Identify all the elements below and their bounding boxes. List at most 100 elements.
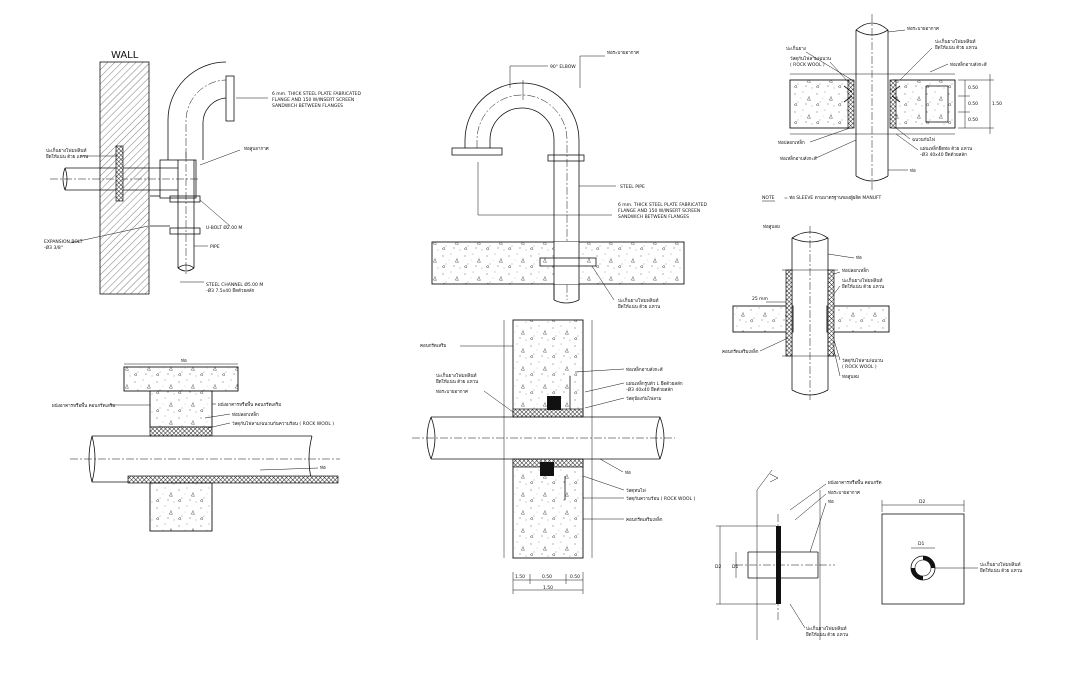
label-6-rockwool: ( ROCK WOOL ) <box>842 364 877 370</box>
label-6-gasket2: ยึดให้แน่น ด้วย แหวน <box>842 284 885 290</box>
label-wall-vent: ท่อระบายอากาศ <box>436 389 468 395</box>
label-7-plan: ปะเก็นยางโฟมฟลินท์ <box>980 560 1021 568</box>
detail-slab-sleeve: ท่อสูบลม ท่อ 25 mm ท่อปลอกเหล็ก ปะเก็นยา… <box>722 224 890 400</box>
label-wall-gasket-2: ยึดให้แน่น ด้วย แหวน <box>436 379 479 385</box>
wall-sleeve <box>115 145 124 202</box>
dim-d1-elev: D1 <box>732 564 738 570</box>
label-wall-conc: คอนกรีตเสริม <box>420 343 447 349</box>
dim-r2: 0.50 <box>968 101 978 107</box>
label-6-rc: คอนกรีตเสริมเหล็ก <box>722 347 759 355</box>
label-channel: STEEL CHANNEL Ø5.00 M <box>206 281 263 288</box>
label-r-gasket2: ปะเก็นยางโฟมฟลินท์ <box>935 37 976 45</box>
label-7-vent: ท่อระบายอากาศ <box>828 490 860 496</box>
beam-lower <box>149 482 213 532</box>
label-7-pipe: ท่อ <box>828 499 834 505</box>
label-insulation: วัสดุกันความร้อน ( ROCK WOOL ) <box>626 496 696 502</box>
note-flange-2: FLANGE AND 150 W/INSERT SCREEN <box>272 97 354 103</box>
label-vent-right: ท่อระบายอากาศ <box>907 26 939 32</box>
dim-d1-plan: D1 <box>918 541 924 547</box>
sleeve-plan <box>881 513 965 605</box>
slab-6-right <box>826 305 890 333</box>
dim-3: 0.50 <box>570 574 580 580</box>
dim-d2-plan: D2 <box>919 499 925 505</box>
detail-sleeve-plan: D2 D1 ผนังอาคารหรือพื้น คอนกรีต ท่อระบาย… <box>715 469 1023 640</box>
label-r-gasket3: ยึดให้แน่น ด้วย แหวน <box>935 45 978 51</box>
wall-title: WALL <box>111 50 139 61</box>
slab-upper <box>123 366 239 392</box>
dim-6: 25 mm <box>752 296 768 302</box>
note-flange-3: SANDWICH BETWEEN FLANGES <box>272 103 343 109</box>
label-7-gasket2: ยึดให้แน่น ด้วย แหวน <box>806 632 849 638</box>
note-key: NOTE <box>762 195 775 201</box>
label-rc: คอนกรีตเสริมเหล็ก <box>626 515 663 523</box>
label-wall-gasket: ปะเก็นยางโฟมฟลินท์ <box>436 371 477 379</box>
label-r-firestop: วัสดุกันไฟลาม/ฉนวน <box>790 56 831 62</box>
label-r-fire: ฉนวนกันไฟ <box>912 137 935 143</box>
dim-total: 1.50 <box>543 585 553 591</box>
label-collar: ปะเก็นยางโฟมฟลินท์ <box>618 296 659 304</box>
detail-u-bend: ท่อระบายอากาศ 90° ELBOW STEEL PIPE 6 mm.… <box>431 50 707 310</box>
label-r-pipe: ท่อ <box>910 168 916 174</box>
label-gasket: ปะเก็นยางโฟมฟลินท์ <box>46 146 87 154</box>
dim-1: 1.50 <box>515 574 525 580</box>
note-text: = ท่อ SLEEVE ตามมาตรฐานของผู้ผลิต MANUFT <box>784 195 882 201</box>
label-elbow: 90° ELBOW <box>550 64 576 70</box>
note2-flange-3: SANDWICH BETWEEN FLANGES <box>618 214 689 220</box>
label-pipe-b: ท่อ <box>320 465 326 471</box>
label-pipe: PIPE <box>210 244 220 250</box>
label-6-sleeve: ท่อปลอกเหล็ก <box>842 266 869 274</box>
label-steel-pipe: STEEL PIPE <box>620 184 645 190</box>
label-6-pipe: ท่อ <box>856 255 862 261</box>
label-slab-left: ผนังอาคารหรือพื้น คอนกรีตเสริม <box>52 402 115 409</box>
u-flange-left <box>451 147 503 156</box>
label-slab-top: ท่อ <box>181 358 187 364</box>
wall-section <box>99 61 150 295</box>
wall-right-left <box>789 79 853 129</box>
wall-right-right <box>892 79 956 129</box>
label-sleeve-top: ท่อสูบอากาศ <box>244 146 269 152</box>
dim-rtot: 1.50 <box>992 101 1002 107</box>
label-6-fire: วัสดุกันไฟลาม/ฉนวน <box>842 358 883 364</box>
label-r-gi: ท่อเหล็กอาบสังกะสี <box>780 154 817 162</box>
detail-vertical-sleeve: ท่อระบายอากาศ ปะเก็นยาง วัสดุกันไฟลาม/ฉน… <box>762 14 1002 202</box>
detail-wall-penetration: คอนกรีตเสริม ปะเก็นยางโฟมฟลินท์ ยึดให้แน… <box>412 319 696 594</box>
note2-flange-2: FLANGE AND 150 W/INSERT SCREEN <box>618 208 700 214</box>
label-6-gasket: ปะเก็นยางโฟมฟลินท์ <box>842 276 883 284</box>
label-collar-2: ยึดให้แน่น ด้วย แหวน <box>618 304 661 310</box>
label-gi-pipe: ท่อเหล็กอาบสังกะสี <box>626 365 663 373</box>
label-slab-right: ผนังอาคารหรือพื้น คอนกรีตเสริม <box>218 401 281 408</box>
label-steel-sleeve: ท่อปลอกเหล็ก <box>232 410 259 418</box>
label-ubolt: U-BOLT Ø2.00 M <box>206 224 242 231</box>
slab-6-left <box>732 305 794 333</box>
detail-wall-pipe: WALL 6 mm. THICK STEEL PLATE FABRICATED … <box>44 50 361 295</box>
label-r-sleeve: ท่อปลอกเหล็ก <box>778 138 805 146</box>
label-r-plate: แผ่นเหล็กยึดท่อ ด้วย แหวน <box>920 144 972 152</box>
label-channel-2: -Ø3 7.5x40 ยึดด้วยสลัก <box>206 287 255 294</box>
wall-lower <box>512 459 584 559</box>
note2-flange-1: 6 mm. THICK STEEL PLATE FABRICATED <box>618 202 707 208</box>
dim-2: 0.50 <box>542 574 552 580</box>
label-angle: แผ่นเหล็กรูปตัว L ยึดด้วยสลัก <box>626 379 683 387</box>
label-7-plan2: ยึดให้แน่น ด้วย แหวน <box>980 568 1023 574</box>
label-expansion: EXPANSION BOLT <box>44 239 83 245</box>
label-6-top: ท่อสูบลม <box>763 224 780 230</box>
dim-r1: 0.50 <box>968 85 978 91</box>
label-6-pipe2: ท่อสูบลม <box>842 374 859 380</box>
beam-upper <box>149 390 213 428</box>
note-flange-1: 6 mm. THICK STEEL PLATE FABRICATED <box>272 91 361 97</box>
label-rockwool: วัสดุกันไฟลาม/ฉนวนกันความร้อน ( ROCK WOO… <box>232 421 334 427</box>
detail-slab-penetration: ท่อ ผนังอาคารหรือพื้น คอนกรีตเสริม ผนังอ… <box>52 358 340 532</box>
flange <box>225 75 235 122</box>
dim-r3: 0.50 <box>968 117 978 123</box>
dim-d2-elev: D2 <box>715 564 721 570</box>
label-fireproof: วัสดุทนไฟ <box>626 488 646 494</box>
label-7-wall: ผนังอาคารหรือพื้น คอนกรีต <box>828 479 882 486</box>
label-gasket-2: ยึดให้แน่น ด้วย แหวน <box>46 154 89 160</box>
label-r-plate2: -Ø3 40x40 ยึดด้วยสลัก <box>920 151 967 158</box>
label-expansion-2: -Ø3 3/8" <box>44 244 63 251</box>
label-vent-top: ท่อระบายอากาศ <box>607 50 639 56</box>
label-r-gi2: ท่อเหล็กอาบสังกะสี <box>950 60 987 68</box>
label-7-gasket: ปะเก็นยางโฟมฟลินท์ <box>806 624 847 632</box>
